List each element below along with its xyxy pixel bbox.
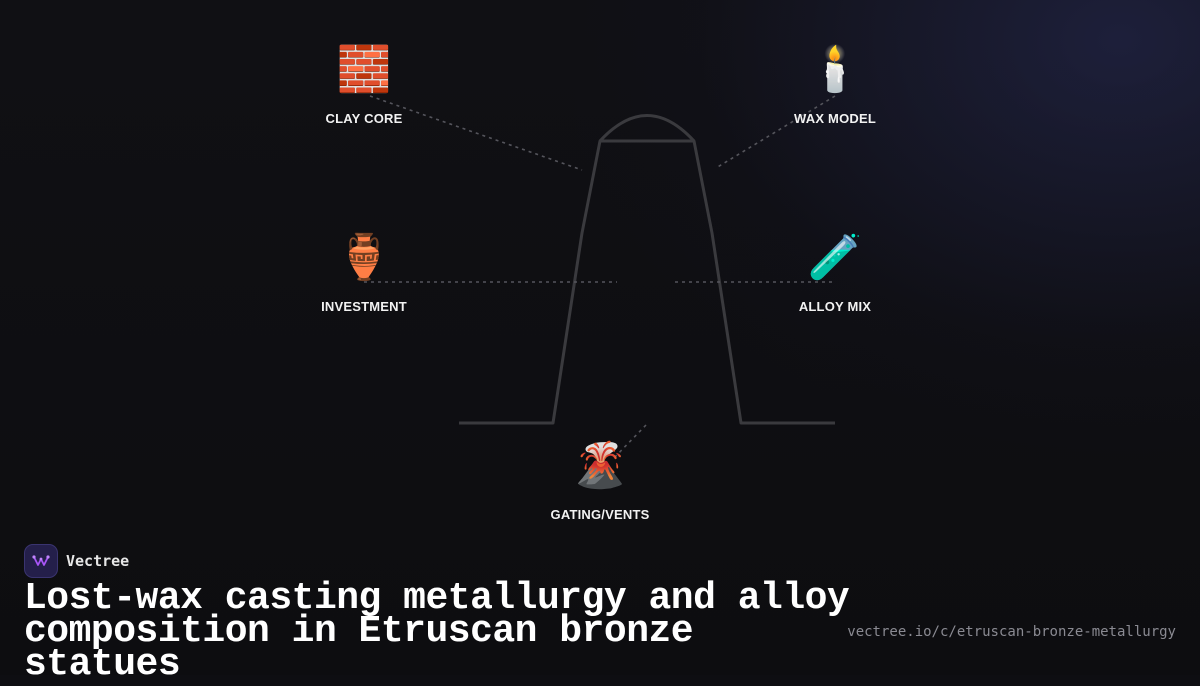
node-label: INVESTMENT	[321, 299, 407, 314]
vectree-logo-icon	[24, 544, 58, 578]
central-silhouette	[459, 139, 835, 425]
silhouette-dome	[598, 114, 696, 143]
page-title: Lost-wax casting metallurgy and alloy co…	[24, 577, 850, 686]
node-alloy-mix: 🧪 ALLOY MIX	[765, 232, 905, 315]
test-tube-icon: 🧪	[807, 232, 863, 283]
brand-name: Vectree	[66, 552, 130, 570]
node-clay-core: 🧱 CLAY CORE	[294, 44, 434, 127]
connector-clay-core	[369, 95, 583, 171]
brick-icon: 🧱	[336, 44, 392, 95]
brand[interactable]: Vectree	[24, 544, 129, 578]
node-investment: 🏺 INVESTMENT	[294, 232, 434, 315]
node-label: ALLOY MIX	[798, 299, 872, 314]
connector-wax-model	[715, 95, 836, 169]
node-gating-vents: 🌋 GATING/VENTS	[530, 440, 670, 523]
node-label: GATING/VENTS	[550, 507, 650, 522]
node-wax-model: 🕯️ WAX MODEL	[765, 44, 905, 127]
amphora-icon: 🏺	[336, 232, 392, 283]
connector-gating-vents	[611, 424, 647, 461]
volcano-icon: 🌋	[572, 440, 628, 491]
node-label: WAX MODEL	[794, 111, 876, 126]
node-label: CLAY CORE	[325, 111, 403, 126]
source-url[interactable]: vectree.io/c/etruscan-bronze-metallurgy	[847, 624, 1176, 640]
candle-icon: 🕯️	[807, 44, 863, 95]
